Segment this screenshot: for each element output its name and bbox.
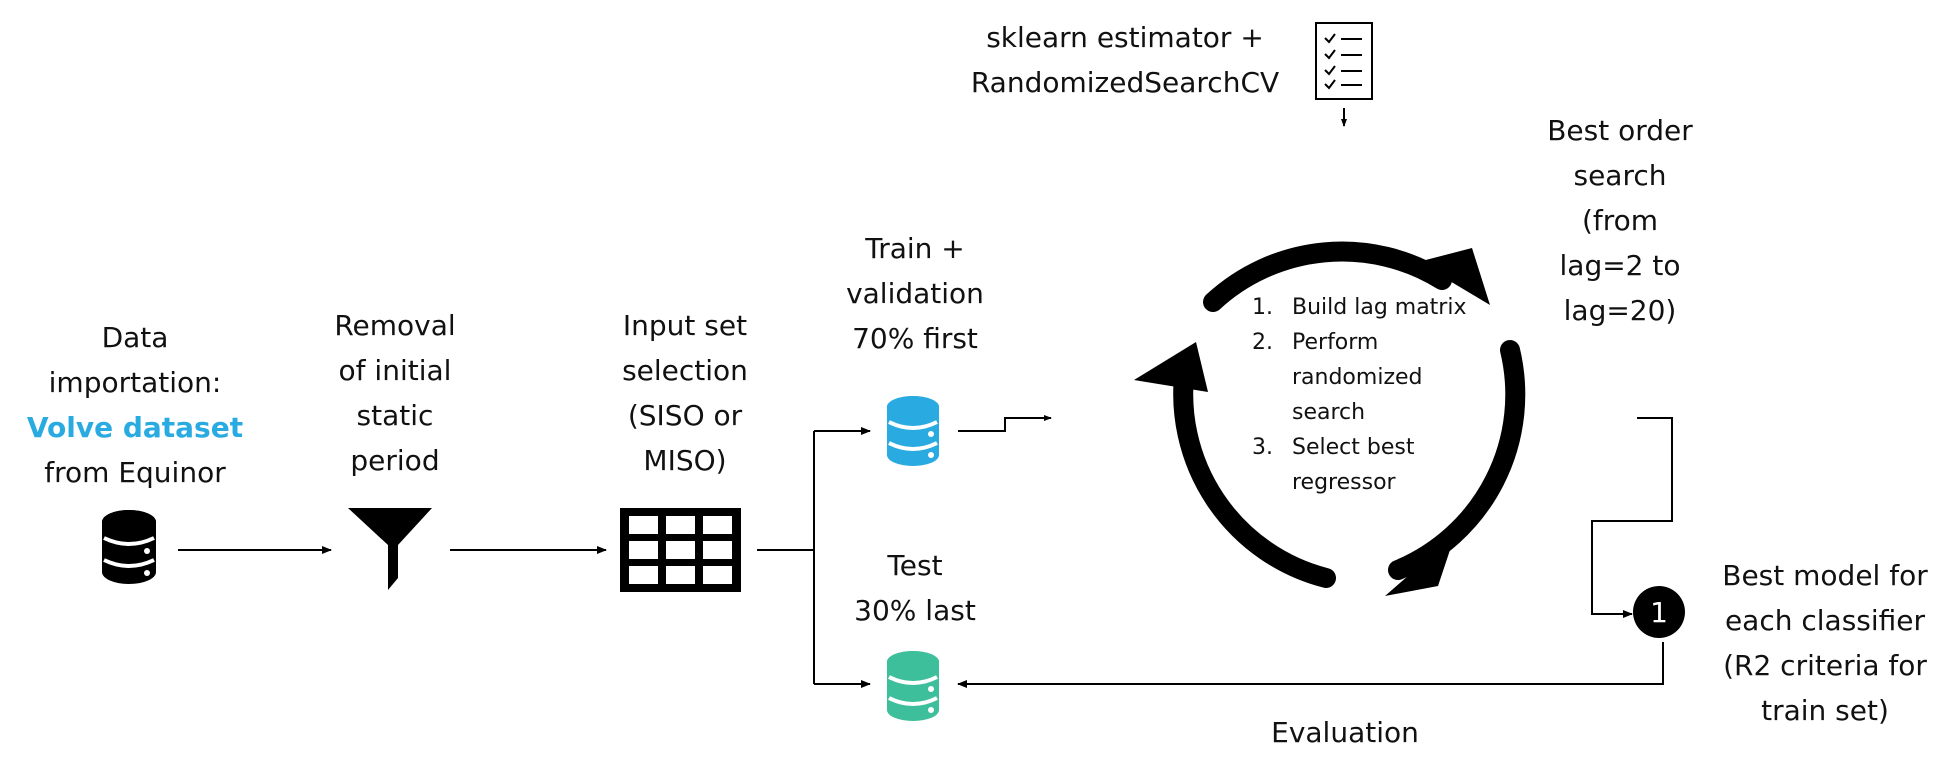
- estimator-label: sklearn estimator + RandomizedSearchCV: [945, 15, 1305, 105]
- best-line: train set): [1761, 694, 1889, 727]
- input-line: selection: [622, 354, 748, 387]
- table-grid-icon: [620, 508, 741, 592]
- order-line: Best order: [1547, 114, 1693, 147]
- loop-step-number: 3.: [1252, 435, 1273, 460]
- loop-step-number: 2.: [1252, 330, 1273, 355]
- cycle-arrowheads: [1134, 248, 1490, 596]
- svg-text:1: 1: [1650, 596, 1668, 629]
- best-line: each classifier: [1724, 604, 1926, 637]
- order-line: lag=20): [1563, 294, 1677, 327]
- circular-arrows-icon: [1173, 241, 1526, 588]
- arrow-order-to-best: [1591, 417, 1673, 618]
- input-line: Input set: [622, 309, 748, 342]
- loop-step: 2. Perform randomized search: [1252, 325, 1467, 430]
- loop-step-text: Select best regressor: [1292, 435, 1415, 495]
- split-connector: [757, 427, 871, 688]
- loop-step: 3. Select best regressor: [1252, 430, 1467, 500]
- train-line: 70% first: [852, 322, 978, 355]
- import-label: Data importation: Volve dataset from Equ…: [0, 315, 270, 495]
- evaluation-text: Evaluation: [1271, 716, 1419, 749]
- import-line1: Data: [101, 321, 169, 354]
- removal-line: Removal: [334, 309, 456, 342]
- order-line: (from: [1581, 204, 1659, 237]
- import-line2: importation:: [48, 366, 222, 399]
- best-line: Best model for: [1722, 559, 1928, 592]
- evaluation-arrow: [957, 642, 1664, 688]
- train-database-icon: [887, 396, 939, 466]
- test-line: Test: [887, 549, 943, 582]
- removal-line: period: [350, 444, 440, 477]
- input-label: Input set selection (SISO or MISO): [585, 303, 785, 483]
- loop-step-text: Build lag matrix: [1292, 295, 1467, 320]
- order-line: search: [1573, 159, 1667, 192]
- test-database-icon: [887, 651, 939, 721]
- funnel-icon: [348, 508, 432, 590]
- train-line: validation: [846, 277, 984, 310]
- import-line4: from Equinor: [44, 456, 226, 489]
- order-label: Best order search (from lag=2 to lag=20): [1525, 108, 1715, 333]
- input-line: MISO): [643, 444, 727, 477]
- arrow-train-to-loop: [958, 415, 1052, 432]
- removal-line: of initial: [338, 354, 452, 387]
- estimator-line: sklearn estimator +: [986, 21, 1264, 54]
- checklist-icon: [1315, 22, 1373, 100]
- import-highlight: Volve dataset: [26, 411, 244, 444]
- removal-label: Removal of initial static period: [300, 303, 490, 483]
- removal-line: static: [356, 399, 434, 432]
- train-label: Train + validation 70% first: [815, 226, 1015, 361]
- best-line: (R2 criteria for: [1723, 649, 1927, 682]
- loop-step-text: Perform randomized search: [1292, 330, 1423, 425]
- import-database-icon: [102, 510, 156, 584]
- order-line: lag=2 to: [1559, 249, 1681, 282]
- estimator-line: RandomizedSearchCV: [970, 66, 1280, 99]
- evaluation-label: Evaluation: [1240, 710, 1450, 755]
- best-label: Best model for each classifier (R2 crite…: [1700, 553, 1950, 733]
- test-label: Test 30% last: [815, 543, 1015, 633]
- train-line: Train +: [865, 232, 965, 265]
- number-badge-icon: 1: [1633, 586, 1685, 638]
- test-line: 30% last: [854, 594, 976, 627]
- loop-step-number: 1.: [1252, 295, 1273, 320]
- loop-step: 1. Build lag matrix: [1252, 290, 1467, 325]
- loop-steps-list: 1. Build lag matrix 2. Perform randomize…: [1252, 290, 1467, 500]
- input-line: (SISO or: [627, 399, 743, 432]
